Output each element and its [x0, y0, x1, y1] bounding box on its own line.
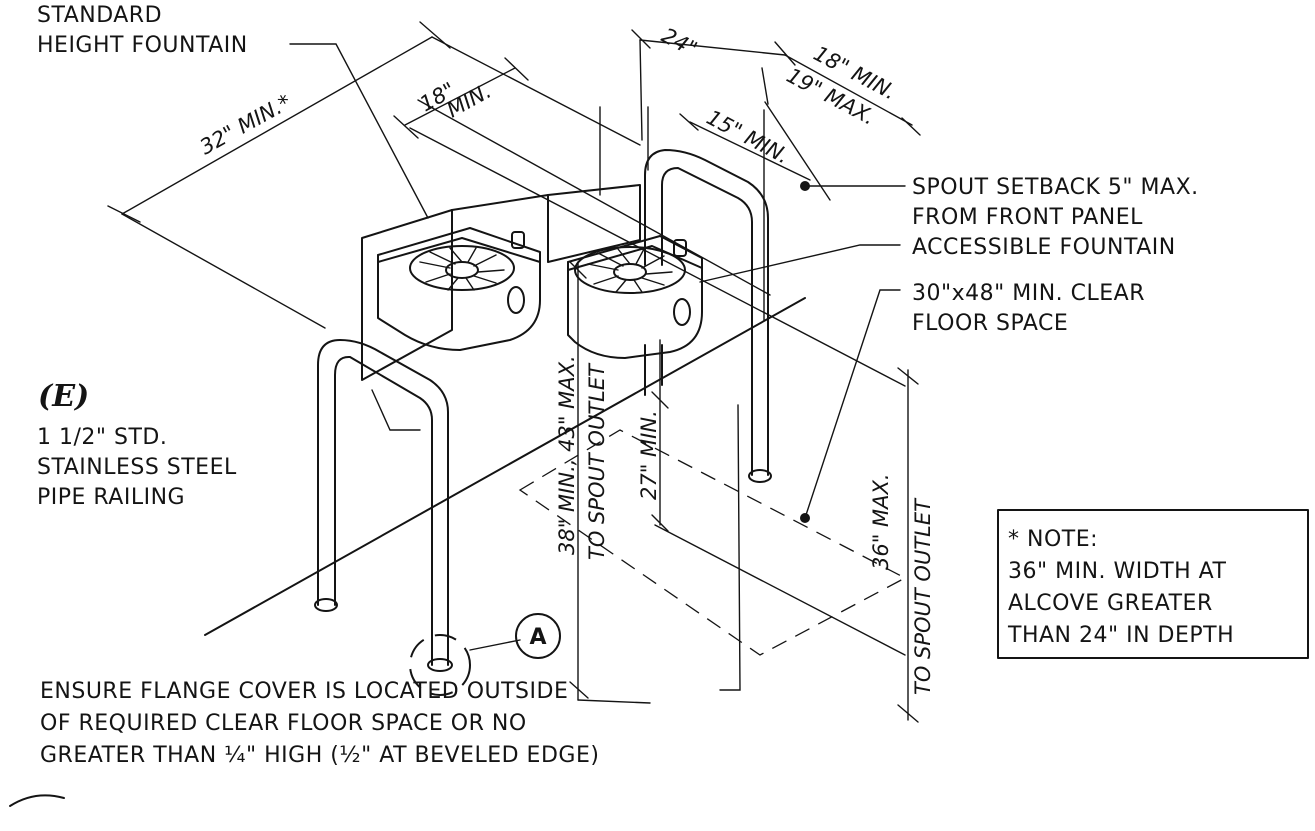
wall-ref-line — [639, 39, 643, 141]
dim-18-min — [393, 36, 641, 146]
wall-ref-line — [409, 127, 906, 387]
note-line-4: THAN 24" IN DEPTH — [1007, 623, 1234, 648]
label-flange-2: OF REQUIRED CLEAR FLOOR SPACE OR NO — [40, 711, 527, 736]
flange-cover-circle — [409, 634, 471, 696]
dim-38-43 — [569, 261, 589, 701]
accessible-fountain-back-panel — [547, 184, 641, 263]
leader-standard — [289, 43, 429, 219]
label-flange-3: GREATER THAN ¼" HIGH (½" AT BEVELED EDGE… — [40, 743, 599, 768]
detail-bubble-label: A — [529, 625, 546, 650]
label-front-panel: FROM FRONT PANEL — [912, 205, 1143, 230]
floor-wall-line — [204, 297, 806, 636]
wall-edge-line — [417, 99, 771, 296]
dim-label-36-spout: TO SPOUT OUTLET — [911, 497, 935, 695]
note-title: * NOTE: — [1008, 527, 1098, 552]
label-clear-floor: 30"x48" MIN. CLEAR — [912, 281, 1145, 306]
dim-label-27-min: 27" MIN. — [637, 410, 661, 500]
label-railing-type: PIPE RAILING — [37, 485, 185, 510]
leader-flange — [719, 404, 741, 691]
leader-clear-floor — [804, 289, 901, 519]
detail-bubble — [515, 613, 561, 659]
dim-24 — [631, 29, 796, 66]
label-flange-1: ENSURE FLANGE COVER IS LOCATED OUTSIDE — [40, 679, 568, 704]
note-line-3: ALCOVE GREATER — [1008, 591, 1213, 616]
leader-accessible — [699, 244, 901, 283]
dim-27-min — [651, 339, 669, 532]
standard-height-fountain — [377, 227, 541, 351]
dim-32-min — [107, 21, 451, 329]
label-standard: STANDARD — [37, 3, 162, 28]
label-existing: (E) — [38, 379, 89, 414]
dim-label-15-min: 15" MIN. — [703, 105, 794, 168]
dim-label-24: 24" — [658, 23, 701, 61]
dim-label-36-max: 36" MAX. — [869, 473, 893, 570]
leader-bubble — [469, 639, 521, 651]
dim-15-min — [679, 109, 811, 321]
label-floor-space: FLOOR SPACE — [912, 311, 1068, 336]
standard-fountain-back-panel — [361, 209, 453, 381]
label-railing-material: STAINLESS STEEL — [37, 455, 237, 480]
pipe-railing-right — [644, 149, 772, 483]
dim-label-32-min: 32" MIN.* — [196, 90, 295, 160]
label-accessible-fountain: ACCESSIBLE FOUNTAIN — [912, 235, 1176, 260]
flange-detail-arc — [9, 794, 65, 807]
label-railing-size: 1 1/2" STD. — [37, 425, 167, 450]
pipe-railing-left — [314, 339, 453, 672]
note-line-2: 36" MIN. WIDTH AT — [1008, 559, 1227, 584]
dim-36-max — [577, 367, 919, 723]
dim-18-19 — [761, 54, 921, 201]
accessible-fountain — [567, 235, 703, 359]
dim-label-38-spout: TO SPOUT OUTLET — [585, 362, 609, 560]
dim-label-38-43: 38" MIN., 43" MAX. — [555, 355, 579, 555]
label-spout-setback: SPOUT SETBACK 5" MAX. — [912, 175, 1199, 200]
clear-floor-dot — [800, 513, 810, 523]
spout-setback-dot — [800, 181, 810, 191]
note-box: * NOTE: 36" MIN. WIDTH AT ALCOVE GREATER… — [997, 509, 1309, 659]
label-height-fountain: HEIGHT FOUNTAIN — [37, 33, 248, 58]
leader-railing — [371, 389, 421, 431]
